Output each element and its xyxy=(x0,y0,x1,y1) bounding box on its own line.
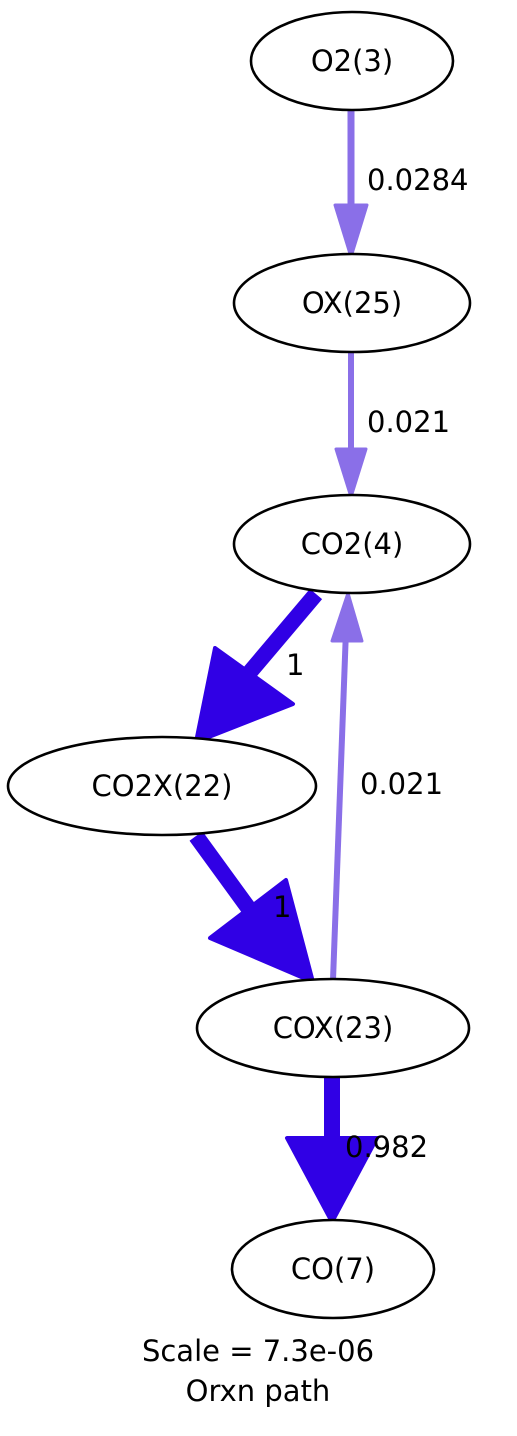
node-label-ox: OX(25) xyxy=(302,286,402,320)
node-label-cox: COX(23) xyxy=(273,1011,394,1045)
node-label-co2x: CO2X(22) xyxy=(92,769,233,803)
edge-label-co2x-cox: 1 xyxy=(273,890,291,924)
edge-co2-to-co2x xyxy=(194,588,323,744)
edge-cox-to-co xyxy=(285,1078,379,1224)
edge-label-co2-co2x: 1 xyxy=(286,648,304,682)
node-co2x[interactable]: CO2X(22) xyxy=(6,735,318,837)
edge-label-o2-ox: 0.0284 xyxy=(367,163,468,197)
node-label-co: CO(7) xyxy=(291,1252,375,1286)
node-ox[interactable]: OX(25) xyxy=(232,252,472,354)
node-co2[interactable]: CO2(4) xyxy=(232,493,472,595)
caption-scale: Scale = 7.3e-06 xyxy=(142,1334,374,1368)
node-label-o2: O2(3) xyxy=(311,44,393,78)
caption-name: Orxn path xyxy=(186,1374,331,1408)
node-label-co2: CO2(4) xyxy=(301,527,404,561)
node-co[interactable]: CO(7) xyxy=(230,1218,436,1320)
edge-label-ox-co2: 0.021 xyxy=(367,405,450,439)
node-cox[interactable]: COX(23) xyxy=(195,977,471,1079)
node-o2[interactable]: O2(3) xyxy=(249,10,455,112)
edge-o2-to-ox xyxy=(333,110,369,259)
edge-ox-to-co2 xyxy=(334,352,368,499)
edge-cox-to-co2 xyxy=(330,591,364,981)
edge-label-cox-co: 0.982 xyxy=(345,1130,428,1164)
edge-label-cox-co2: 0.021 xyxy=(360,767,443,801)
edge-co2x-to-cox xyxy=(189,831,315,984)
